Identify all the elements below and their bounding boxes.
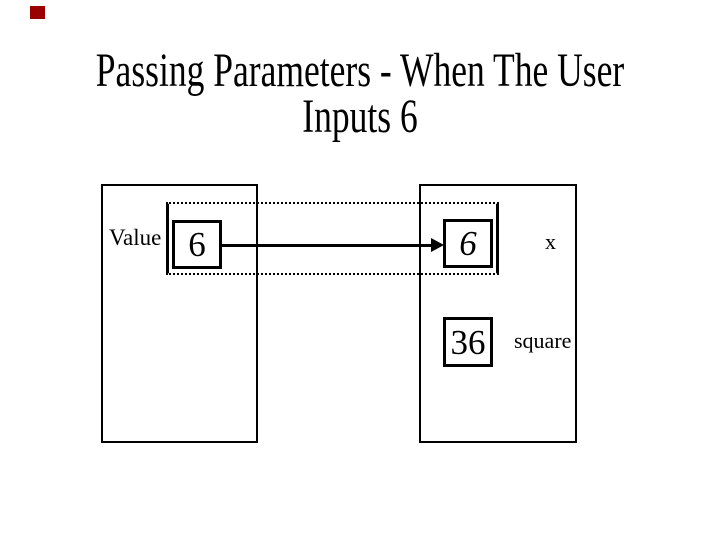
pass-arrow-line	[221, 244, 433, 247]
param-name-label: x	[545, 229, 556, 254]
result-value: 36	[450, 322, 486, 362]
result-value-box: 36	[443, 317, 493, 367]
parameter-channel	[166, 202, 499, 275]
caller-value: 6	[188, 225, 206, 264]
title-line-1: Passing Parameters - When The User	[95, 44, 625, 97]
caller-variable-label: Value	[109, 225, 162, 250]
param-value-box: 6	[443, 219, 493, 268]
caller-value-box: 6	[172, 220, 222, 269]
slide-title: Passing Parameters - When The User Input…	[94, 44, 627, 143]
pass-arrow-head-icon	[431, 238, 444, 252]
result-name-label: square	[514, 328, 572, 353]
corner-marker-icon	[30, 6, 45, 19]
param-value: 6	[459, 224, 477, 263]
title-line-2: Inputs 6	[302, 90, 418, 143]
